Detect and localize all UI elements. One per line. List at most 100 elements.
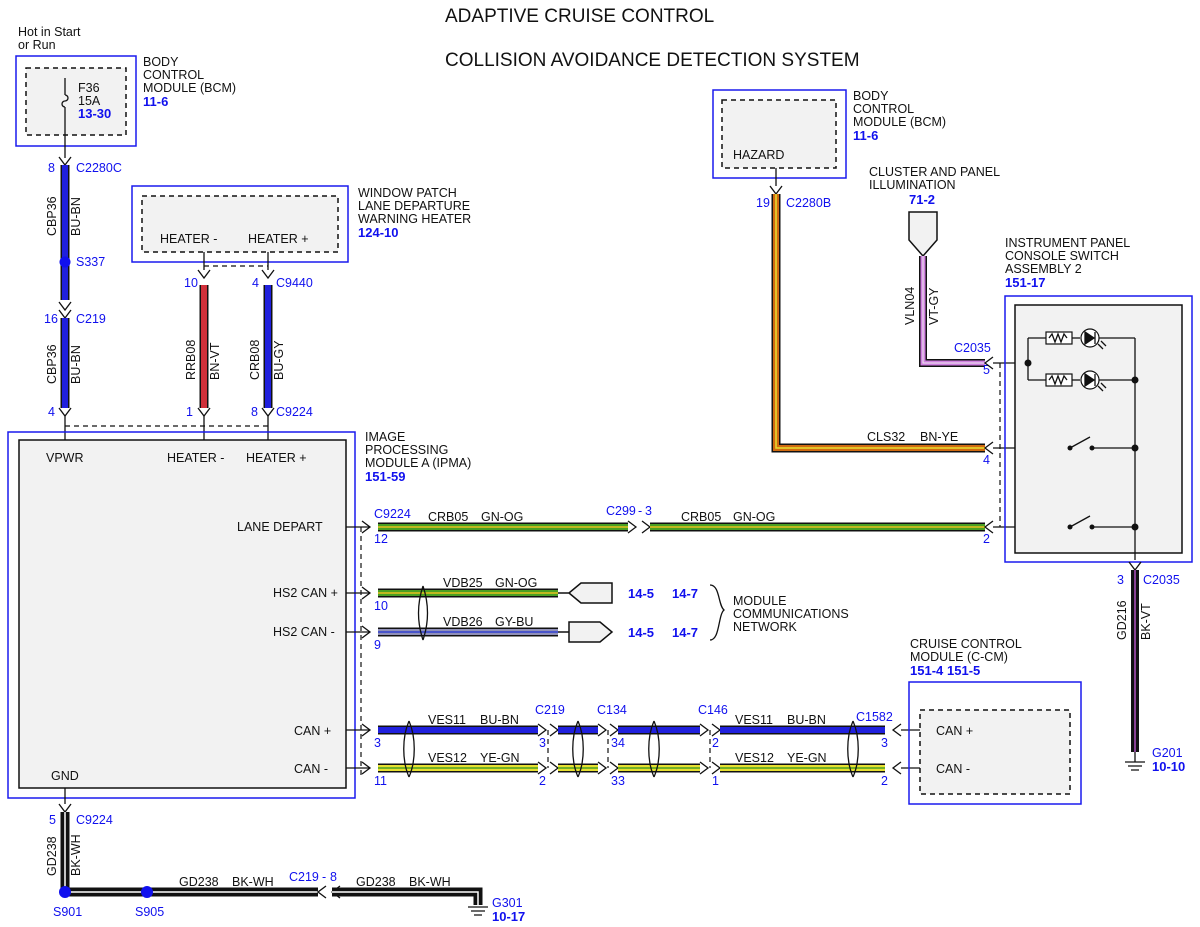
cbp36-circuit-upper: CBP36 — [45, 196, 59, 236]
connector-arrow-icon — [361, 761, 372, 775]
heater-pin-plus: 4 — [252, 276, 259, 290]
ipma-heater-minus-label: HEATER - — [167, 451, 224, 465]
bcm-left-name-2: CONTROL — [143, 68, 204, 82]
connector-arrow-icon — [58, 803, 72, 814]
heater-name-2: LANE DEPARTURE — [358, 199, 470, 213]
connector-arrow-icon — [891, 761, 902, 775]
bcm-right-name-1: BODY — [853, 89, 889, 103]
wire-cls32-stripe — [775, 194, 985, 449]
vln04-color: VT-GY — [927, 287, 941, 325]
splice-s901-label: S901 — [53, 905, 82, 919]
heater-pin-minus: 10 — [184, 276, 198, 290]
connector-arrow-icon — [1128, 561, 1142, 572]
heater-ref: 124-10 — [358, 225, 398, 240]
cruise-control-module: CAN + CAN - — [908, 681, 1082, 805]
ipcs-ref: 151-17 — [1005, 275, 1045, 290]
bcm-right-name-2: CONTROL — [853, 102, 914, 116]
crb05-circuit-right: CRB05 — [681, 510, 721, 524]
ipma-gnd-label: GND — [51, 769, 79, 783]
connector-arrow-icon — [891, 723, 902, 737]
bcm-left-outline — [15, 55, 137, 147]
ipcs-outline — [1004, 295, 1193, 563]
resistor-zigzag-icon — [1048, 374, 1068, 386]
can-minus-ipma-pin: 11 — [374, 774, 387, 788]
ipcs-name-3: ASSEMBLY 2 — [1005, 262, 1082, 276]
c299-dash: - — [638, 504, 642, 518]
can-ccm-pin-minus: 2 — [881, 774, 888, 788]
splice-s337 — [59, 256, 71, 268]
lane-departure-heater: HEATER - HEATER + — [131, 185, 349, 263]
connector-arrow-icon — [983, 441, 994, 455]
ccm-can-plus-label: CAN + — [936, 724, 973, 738]
bcm-module-left: F36 15A 13-30 — [15, 55, 137, 158]
resistor-zigzag-icon — [1048, 332, 1068, 344]
connector-arrow-icon — [983, 356, 994, 370]
connector-arrow-icon — [711, 723, 722, 737]
diode-icon — [1084, 372, 1096, 388]
connector-arrow-icon — [699, 723, 710, 737]
cbp36-circuit-lower: CBP36 — [45, 344, 59, 384]
twisted-pair-icon — [417, 585, 429, 641]
ipma-outline — [7, 431, 356, 799]
hs2-minus-pin: 9 — [374, 638, 381, 652]
bcm-right-name-3: MODULE (BCM) — [853, 115, 946, 129]
switch-gnd-pin: 3 — [1117, 573, 1124, 587]
ipma-heater-minus-pin: 1 — [186, 405, 193, 419]
can-c146-pin-plus: 2 — [712, 736, 719, 750]
bcm-right-ref: 11-6 — [853, 128, 878, 143]
crb05-color-right: GN-OG — [733, 510, 775, 524]
twisted-pair-icon — [572, 720, 584, 778]
can-c146-connector: C146 — [698, 703, 728, 717]
cbp36-color-lower: BU-BN — [69, 345, 83, 384]
wire-vln04-stripe — [922, 256, 985, 364]
ccm-ref-1: 151-4 — [910, 663, 944, 678]
ccm-ref-2: 151-5 — [947, 663, 980, 678]
ves12-color-1: YE-GN — [480, 751, 520, 765]
ccm-internal — [919, 709, 1071, 795]
ccm-name-1: CRUISE CONTROL — [910, 637, 1022, 651]
can-c219-pin-plus: 3 — [539, 736, 546, 750]
cluster-name-2: ILLUMINATION — [869, 178, 956, 192]
fuse-icon — [61, 94, 69, 108]
connector-arrow-icon — [58, 407, 72, 418]
cls32-color: BN-YE — [920, 430, 958, 444]
connector-arrow-icon — [699, 761, 710, 775]
switch-illum-pin: 5 — [983, 363, 990, 377]
connector-arrow-icon — [58, 156, 72, 167]
switch-contact-icon — [1069, 515, 1091, 528]
c299-pin: 3 — [645, 504, 652, 518]
vdb25-color: GN-OG — [495, 576, 537, 590]
connector-arrow-icon — [197, 269, 211, 280]
bcm-left-ref: 11-6 — [143, 94, 168, 109]
connector-arrow-icon — [609, 723, 620, 737]
ves12-circuit-2: VES12 — [735, 751, 774, 765]
can-c134-pin-plus: 34 — [611, 736, 625, 750]
can-plus-ipma-pin: 3 — [374, 736, 381, 750]
wire-cls32-outline — [771, 194, 985, 453]
crb05-color-left: GN-OG — [481, 510, 523, 524]
ipma-gnd-pin: 5 — [49, 813, 56, 827]
connector-arrow-icon — [261, 407, 275, 418]
hs2-plus-ref1: 14-5 — [628, 586, 654, 601]
bcm-module-right: HAZARD — [712, 89, 847, 179]
bcm-hazard-label: HAZARD — [733, 148, 784, 162]
connector-arrow-icon — [197, 407, 211, 418]
ipma-heater-plus-label: HEATER + — [246, 451, 307, 465]
can-bus: 3 11 VES11 BU-BN VES12 YE-GN C219 3 2 — [346, 703, 920, 788]
switch-lane-pin: 2 — [983, 532, 990, 546]
network-name-1: MODULE — [733, 594, 786, 608]
ipma-vpwr-pin: 4 — [48, 405, 55, 419]
gd238-circuit-right: GD238 — [356, 875, 396, 889]
switch-connector-label: C2035 — [954, 341, 991, 355]
bcm-left-name-1: BODY — [143, 55, 179, 69]
twisted-pair-icon — [847, 720, 859, 778]
ves12-circuit-1: VES12 — [428, 751, 467, 765]
diode-icon — [1084, 330, 1096, 346]
heater-outline — [131, 185, 349, 263]
connector-arrow-icon — [641, 520, 652, 534]
g301-label: G301 — [492, 896, 523, 910]
fuse-ref: 13-30 — [78, 106, 111, 121]
g-c219-dash: - — [322, 870, 326, 884]
can-c219-connector: C219 — [535, 703, 565, 717]
ipcs-internal — [1014, 304, 1183, 554]
